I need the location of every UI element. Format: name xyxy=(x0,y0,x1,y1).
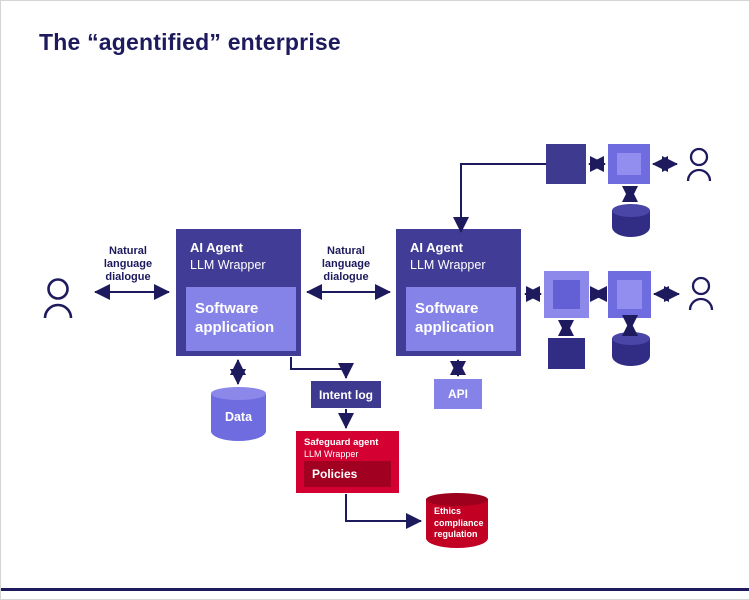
api-box: API xyxy=(434,379,482,409)
external-database-cylinder-top xyxy=(612,204,650,237)
policies-box: Policies xyxy=(304,461,391,487)
safeguard-agent-subtitle: LLM Wrapper xyxy=(304,449,359,459)
ai-agent-right-subtitle: LLM Wrapper xyxy=(410,258,486,272)
safeguard-agent-title: Safeguard agent xyxy=(304,437,379,448)
cylinder-top xyxy=(612,204,650,217)
ethics-cylinder-body xyxy=(426,499,488,548)
cylinder-top xyxy=(612,332,650,345)
user-icon-top-right xyxy=(686,147,712,182)
external-database-cylinder-middle xyxy=(612,332,650,366)
user-icon-left xyxy=(43,278,73,319)
intent-log-box: Intent log xyxy=(311,381,381,408)
ethics-cylinder-top xyxy=(426,493,488,506)
bottom-rule xyxy=(1,588,749,591)
ai-agent-box-right: AI Agent LLM Wrapper Software applicatio… xyxy=(396,229,521,356)
data-cylinder-top xyxy=(211,387,266,400)
arrow-agent-left-to-intent-log xyxy=(290,357,354,379)
safeguard-agent-box: Safeguard agent LLM Wrapper Policies xyxy=(296,431,399,493)
external-agent-inner-square xyxy=(617,153,641,175)
software-application-box-right: Software application xyxy=(406,287,516,351)
ai-agent-left-subtitle: LLM Wrapper xyxy=(190,258,266,272)
data-cylinder: Data xyxy=(211,387,266,441)
natural-language-label-left: Natural language dialogue xyxy=(103,245,153,284)
user-icon-middle-right xyxy=(688,276,714,311)
data-cylinder-label: Data xyxy=(224,410,253,424)
ai-agent-right-title: AI Agent xyxy=(410,240,463,255)
external-system-square-top-left xyxy=(546,144,586,184)
ai-agent-box-left: AI Agent LLM Wrapper Software applicatio… xyxy=(176,229,301,356)
arrow-safeguard-to-ethics xyxy=(345,494,422,529)
external-agent-square-middle-left xyxy=(544,271,589,318)
natural-language-label-middle: Natural language dialogue xyxy=(321,245,371,284)
external-system-square-bottom xyxy=(548,338,585,369)
data-cylinder-body xyxy=(211,393,266,441)
arrow-top-systems-to-agent-right xyxy=(453,163,546,233)
ai-agent-left-title: AI Agent xyxy=(190,240,243,255)
ethics-cylinder: Ethics compliance regulation xyxy=(426,493,488,548)
external-agent-inner-square xyxy=(617,280,642,309)
software-application-box-left: Software application xyxy=(186,287,296,351)
external-agent-square-top-right xyxy=(608,144,650,184)
external-agent-inner-square xyxy=(553,280,580,309)
external-agent-square-middle-right xyxy=(608,271,651,318)
diagram-title: The “agentified” enterprise xyxy=(39,29,341,55)
ethics-cylinder-label: Ethics compliance regulation xyxy=(434,506,484,540)
